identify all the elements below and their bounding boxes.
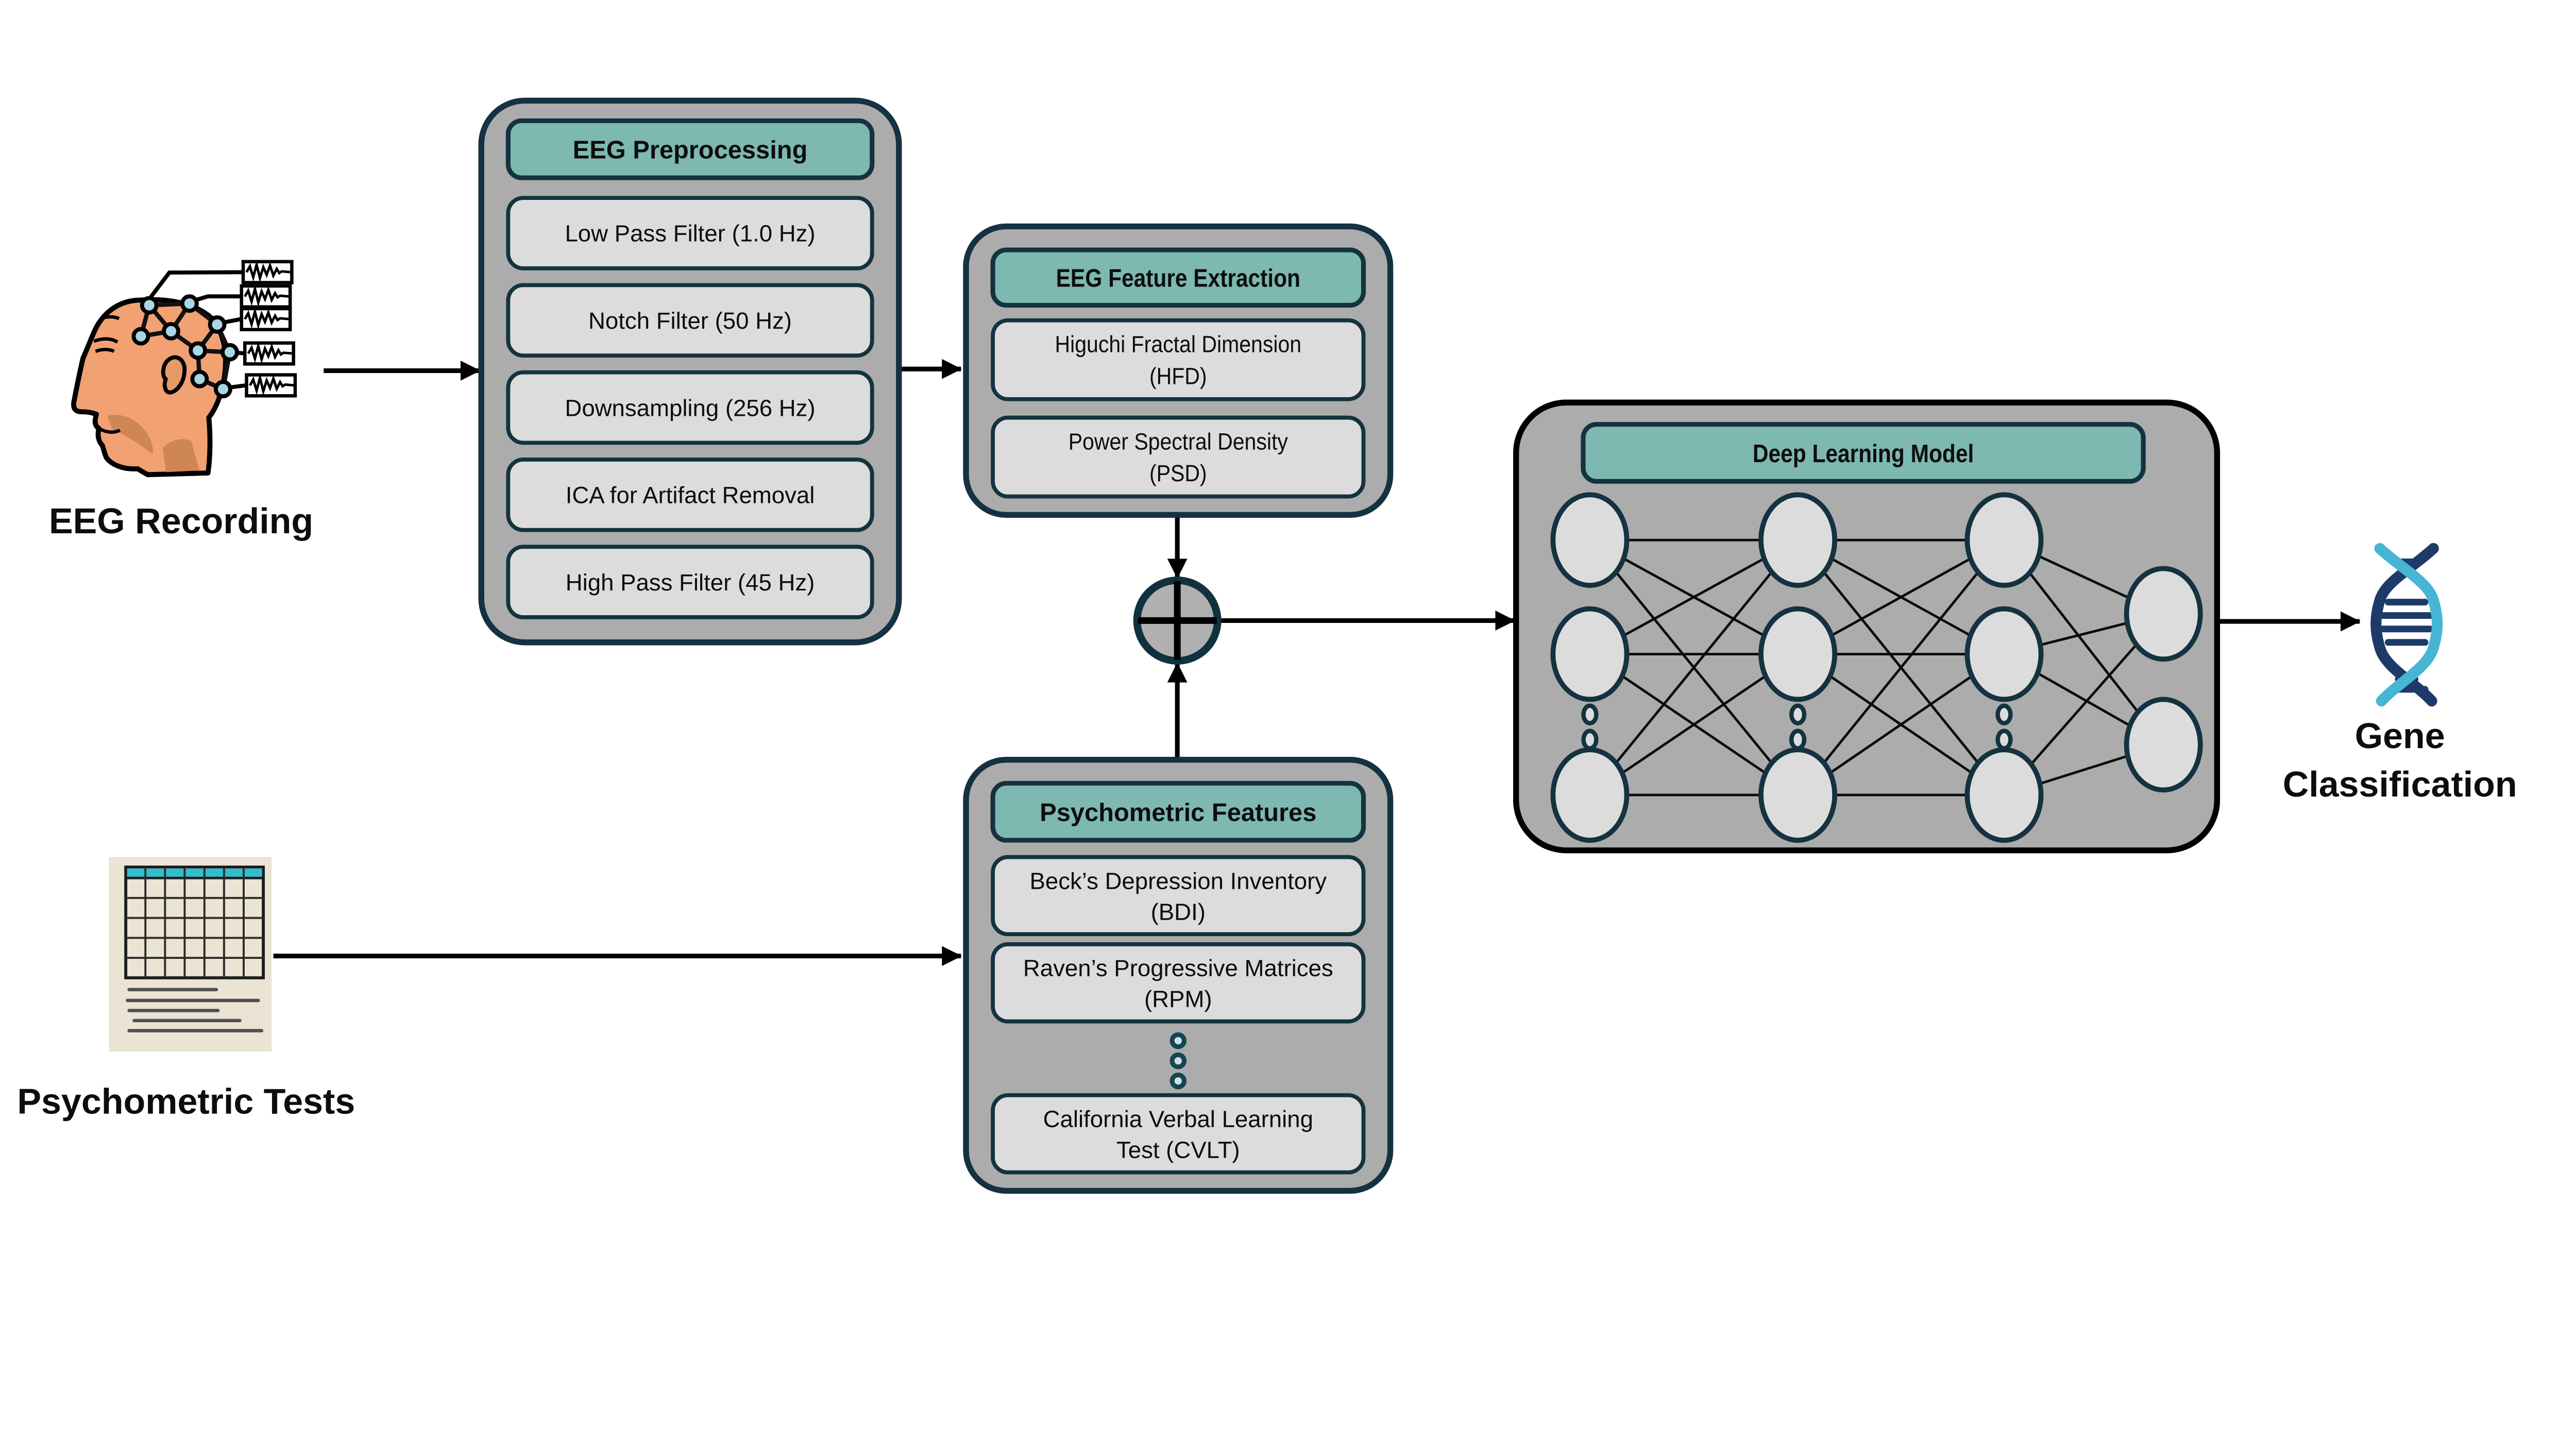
panel-header: [990, 247, 1366, 308]
panel-header: [990, 781, 1366, 843]
dna-strand-light: [2374, 543, 2443, 707]
process-step: [506, 196, 874, 271]
feature-item-label: (PSD): [1149, 461, 1207, 486]
panel-title: EEG Feature Extraction: [1056, 264, 1300, 292]
process-step: [506, 283, 874, 358]
eye-line: [95, 348, 115, 353]
panel-title: Psychometric Features: [1040, 799, 1316, 826]
pipeline-diagram: EEG Recording Psychometric Tests: [17, 97, 2517, 1194]
electrodes: [131, 294, 239, 399]
eeg-signal-trace-icon: [240, 260, 297, 398]
connector-arrows: [273, 359, 2361, 966]
forehead-wrinkle: [100, 315, 120, 320]
table-grid: [124, 866, 265, 979]
brow-line: [93, 337, 118, 344]
merge-plus-icon: [1133, 576, 1222, 665]
table-header-row: [124, 866, 265, 880]
gene-classification-label-line2: Classification: [2283, 764, 2517, 804]
feature-item-label: Raven’s Progressive Matrices: [1023, 955, 1333, 982]
feature-item-label: Test (CVLT): [1116, 1137, 1240, 1163]
feature-item: [991, 415, 1366, 499]
feature-item: [991, 855, 1366, 937]
eeg-preprocessing-box: EEG Preprocessing Low Pass Filter (1.0 H…: [478, 97, 902, 646]
panel-header: [505, 118, 875, 180]
feature-item-label: (BDI): [1151, 899, 1206, 925]
process-step-label: ICA for Artifact Removal: [566, 482, 815, 509]
ear: [161, 355, 187, 395]
psychometric-features-box: Psychometric Features Beck’s Depression …: [963, 756, 1394, 1194]
feature-item-label: (RPM): [1144, 986, 1212, 1012]
panel-title: Deep Learning Model: [1753, 439, 1974, 467]
eeg-recording-label: EEG Recording: [49, 501, 313, 541]
table-lines: [126, 867, 264, 978]
process-step-label: Notch Filter (50 Hz): [588, 308, 792, 334]
feature-item-label: Power Spectral Density: [1069, 429, 1288, 454]
cheek-shading: [107, 415, 154, 455]
neural-network-icon: [1550, 492, 2203, 843]
head-with-eeg-electrodes-icon: [71, 260, 297, 478]
feature-item-label: Higuchi Fractal Dimension: [1055, 332, 1301, 358]
deep-learning-model-box: Deep Learning Model: [1513, 399, 2221, 854]
process-step-label: High Pass Filter (45 Hz): [566, 569, 815, 596]
feature-item: [991, 942, 1366, 1024]
psychometric-tests-label: Psychometric Tests: [17, 1081, 355, 1121]
feature-item-label: Beck’s Depression Inventory: [1030, 868, 1327, 894]
neck-shading: [162, 439, 200, 472]
feature-item-label: (HFD): [1149, 363, 1207, 389]
process-step: [506, 370, 874, 445]
gene-classification-label-line1: Gene: [2355, 716, 2445, 756]
feature-item: [991, 318, 1366, 401]
process-step: [506, 458, 874, 532]
paper-text-lines: [126, 988, 264, 1033]
feature-item: [991, 1093, 1366, 1175]
panel-title: EEG Preprocessing: [573, 137, 808, 164]
process-step-label: Downsampling (256 Hz): [565, 395, 815, 421]
panel-header: [1581, 422, 2146, 484]
process-step-label: Low Pass Filter (1.0 Hz): [565, 221, 815, 247]
mouth-line: [98, 427, 121, 434]
eeg-feature-extraction-box: EEG Feature Extraction Higuchi Fractal D…: [963, 223, 1394, 518]
network-ellipsis-dots: [1581, 703, 2013, 751]
process-step: [506, 545, 874, 619]
diagram-canvas: EEG Recording Psychometric Tests: [17, 97, 2517, 1194]
more-tests-ellipsis-dots: [1170, 1032, 1187, 1090]
dna-double-helix-icon: [2370, 543, 2443, 707]
test-answer-sheet-icon: [109, 857, 272, 1052]
feature-item-label: California Verbal Learning: [1043, 1106, 1313, 1132]
